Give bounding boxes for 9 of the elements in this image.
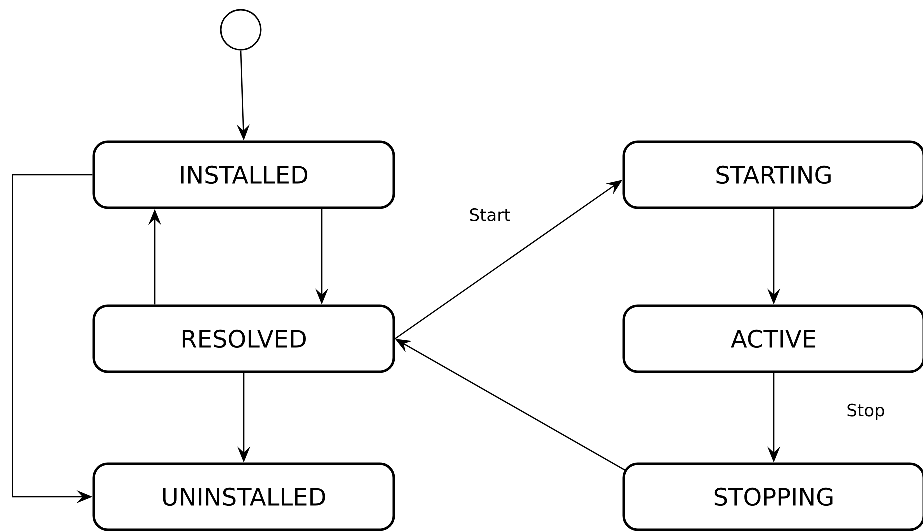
state-box: ACTIVE <box>622 304 923 374</box>
state-box: STARTING <box>622 140 923 210</box>
state-box: INSTALLED <box>92 140 396 210</box>
initial-state-circle <box>220 9 262 51</box>
state-box: RESOLVED <box>92 304 396 374</box>
state-box: UNINSTALLED <box>92 462 396 532</box>
edge-label: Stop <box>848 404 884 420</box>
edge-label: Start <box>470 208 510 222</box>
state-box: STOPPING <box>622 462 923 532</box>
